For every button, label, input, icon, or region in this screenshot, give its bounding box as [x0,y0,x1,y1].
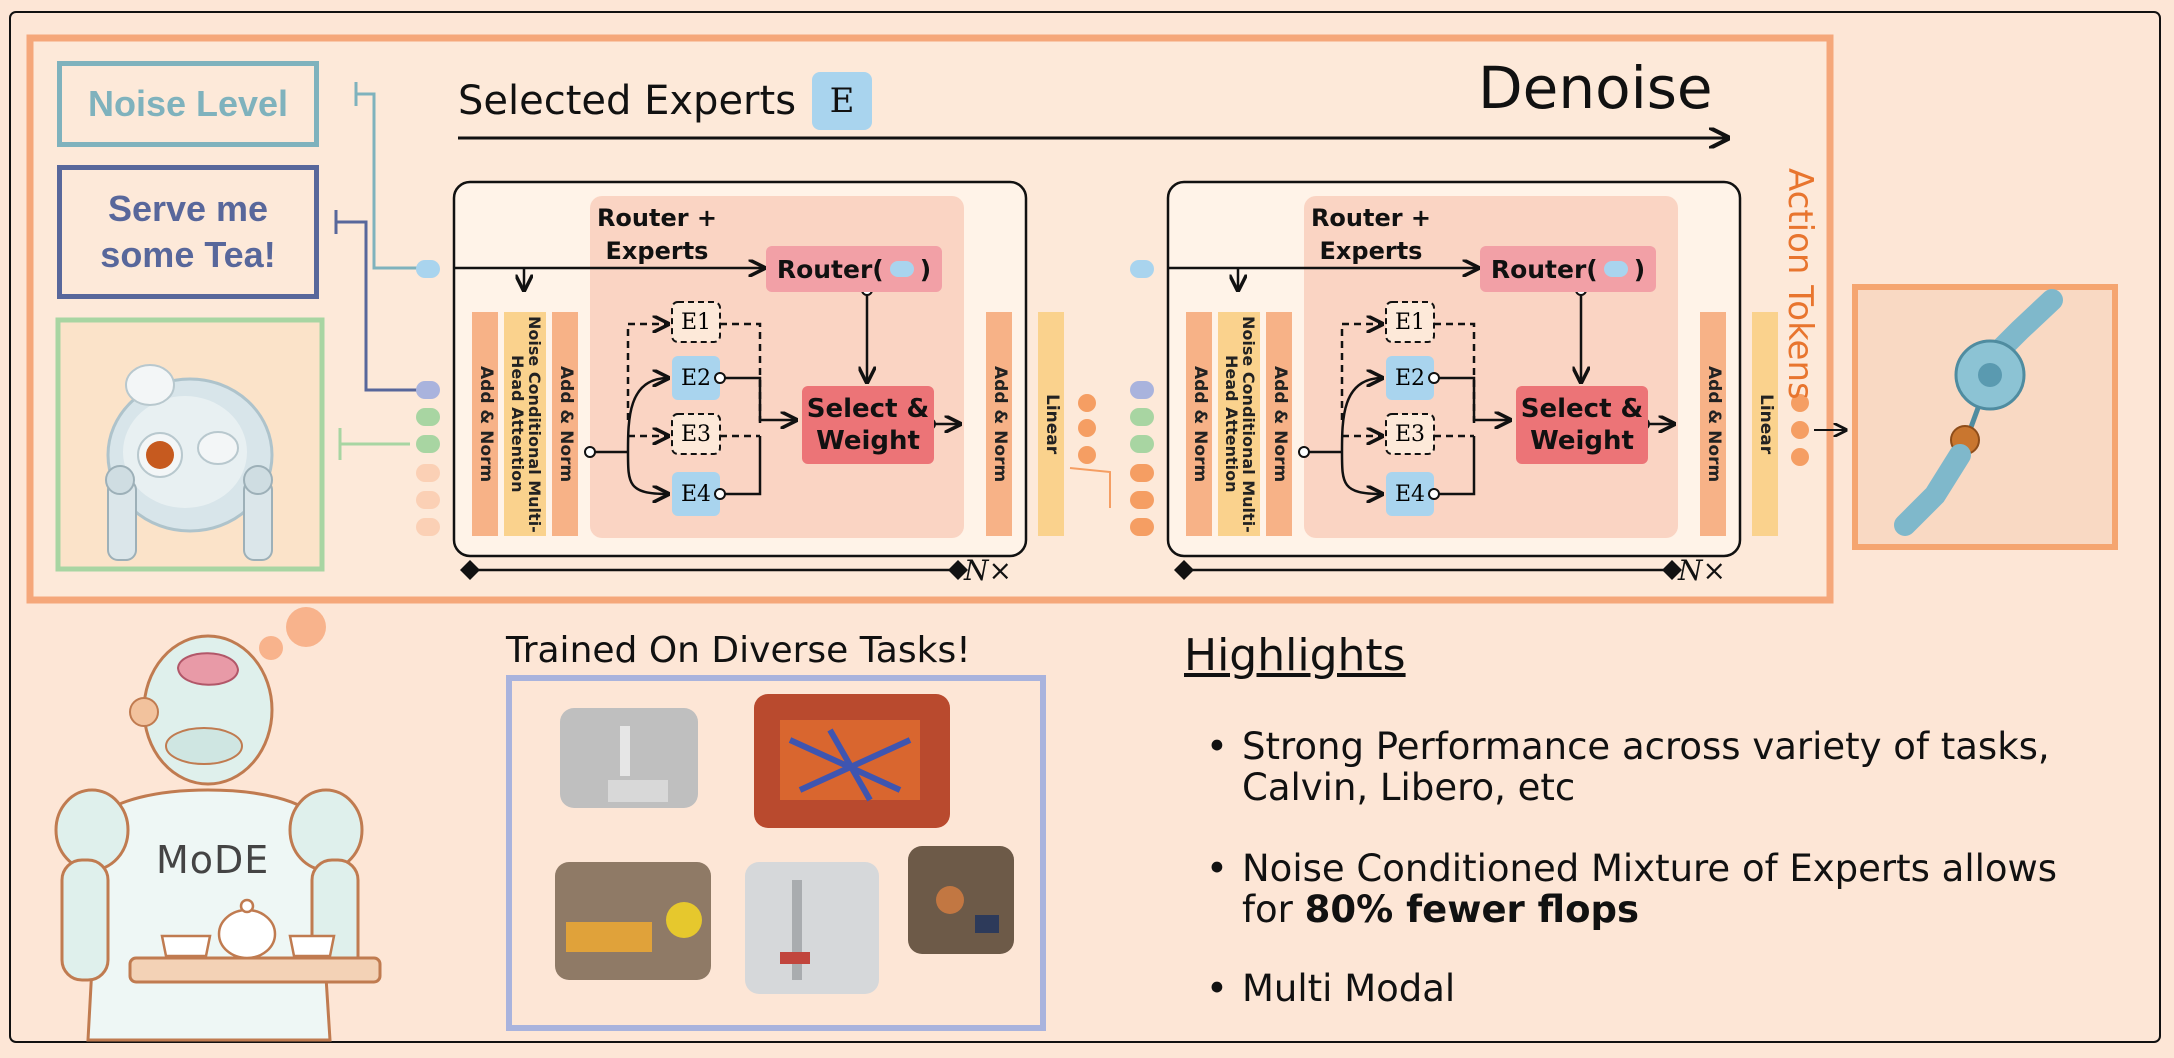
expert-1-label-b1: E1 [680,309,712,335]
highlight-item-1: •Strong Performance across variety of ta… [1206,725,2050,809]
router-experts-label-2: Router + Experts [1310,204,1432,265]
tasks-frame [506,675,1046,1031]
select-weight-box-1: Select & Weight [802,386,934,464]
expert-2-box-b2 [1386,356,1434,400]
input-tokens-block-1 [416,260,440,536]
add-norm-2a: Add & Norm [1186,312,1212,536]
outer-frame [9,11,2161,1043]
highlight-item-2: •Noise Conditioned Mixture of Experts al… [1206,847,2058,931]
action-tokens-label: Action Tokens [1780,168,1820,400]
add-norm-2b: Add & Norm [1266,312,1292,536]
add-norm-2c: Add & Norm [1700,312,1726,536]
instruction-connector [336,220,425,392]
robot-illustration [54,634,382,1042]
router-token-1 [889,261,914,277]
linear-1: Linear [1038,312,1064,536]
router-box-1: Router( ) [766,246,942,292]
expert-4-box-b1 [672,472,720,516]
expert-2-label-b2: E2 [1394,365,1426,391]
linear-2: Linear [1752,312,1778,536]
task-thumbnails [555,694,1014,994]
expert-1-box-b2 [1385,301,1435,343]
tasks-title: Trained On Diverse Tasks! [506,630,971,671]
select-weight-box-2: Select & Weight [1516,386,1648,464]
router-box-2: Router( ) [1480,246,1656,292]
add-norm-1b: Add & Norm [552,312,578,536]
task-thumb-4 [745,862,879,994]
instruction-label: Serve me some Tea! [100,188,276,275]
instruction-box: Serve me some Tea! [57,165,319,299]
add-norm-1a: Add & Norm [472,312,498,536]
expert-4-box-b2 [1386,472,1434,516]
expert-2-box-b1 [672,356,720,400]
highlight-item-3: •Multi Modal [1206,967,1456,1010]
expert-4-label-b1: E4 [680,481,712,507]
action-tokens-output [1791,394,1846,466]
expert-1-box-b1 [671,301,721,343]
output-image-frame [1852,284,2118,550]
repeat-label-2: N× [1678,554,1726,587]
highlights-title: Highlights [1184,630,1406,681]
noise-level-box: Noise Level [57,61,319,147]
intermediate-tokens [1069,260,1154,536]
condition-image-art [60,322,320,567]
repeat-label-1: N× [964,554,1012,587]
attention-2: Noise Conditional Multi-Head Attention [1218,312,1260,536]
expert-legend-icon: E [812,72,873,130]
output-image-art [1894,289,2063,536]
expert-3-label-b1: E3 [680,421,712,447]
expert-3-label-b2: E3 [1394,421,1426,447]
expert-3-box-b2 [1385,413,1435,455]
selected-experts-label: Selected Experts [458,78,797,124]
noise-level-label: Noise Level [87,83,289,124]
add-norm-1c: Add & Norm [986,312,1012,536]
robot-shirt-text: MoDE [156,838,270,882]
expert-3-box-b1 [671,413,721,455]
expert-2-label-b1: E2 [680,365,712,391]
router-token-2 [1603,261,1628,277]
denoise-label: Denoise [1478,54,1713,122]
expert-1-label-b2: E1 [1394,309,1426,335]
expert-4-label-b2: E4 [1394,481,1426,507]
condition-image-frame [55,317,325,572]
attention-1: Noise Conditional Multi-Head Attention [504,312,546,536]
noise-connector [356,92,425,270]
router-experts-label-1: Router + Experts [596,204,718,265]
